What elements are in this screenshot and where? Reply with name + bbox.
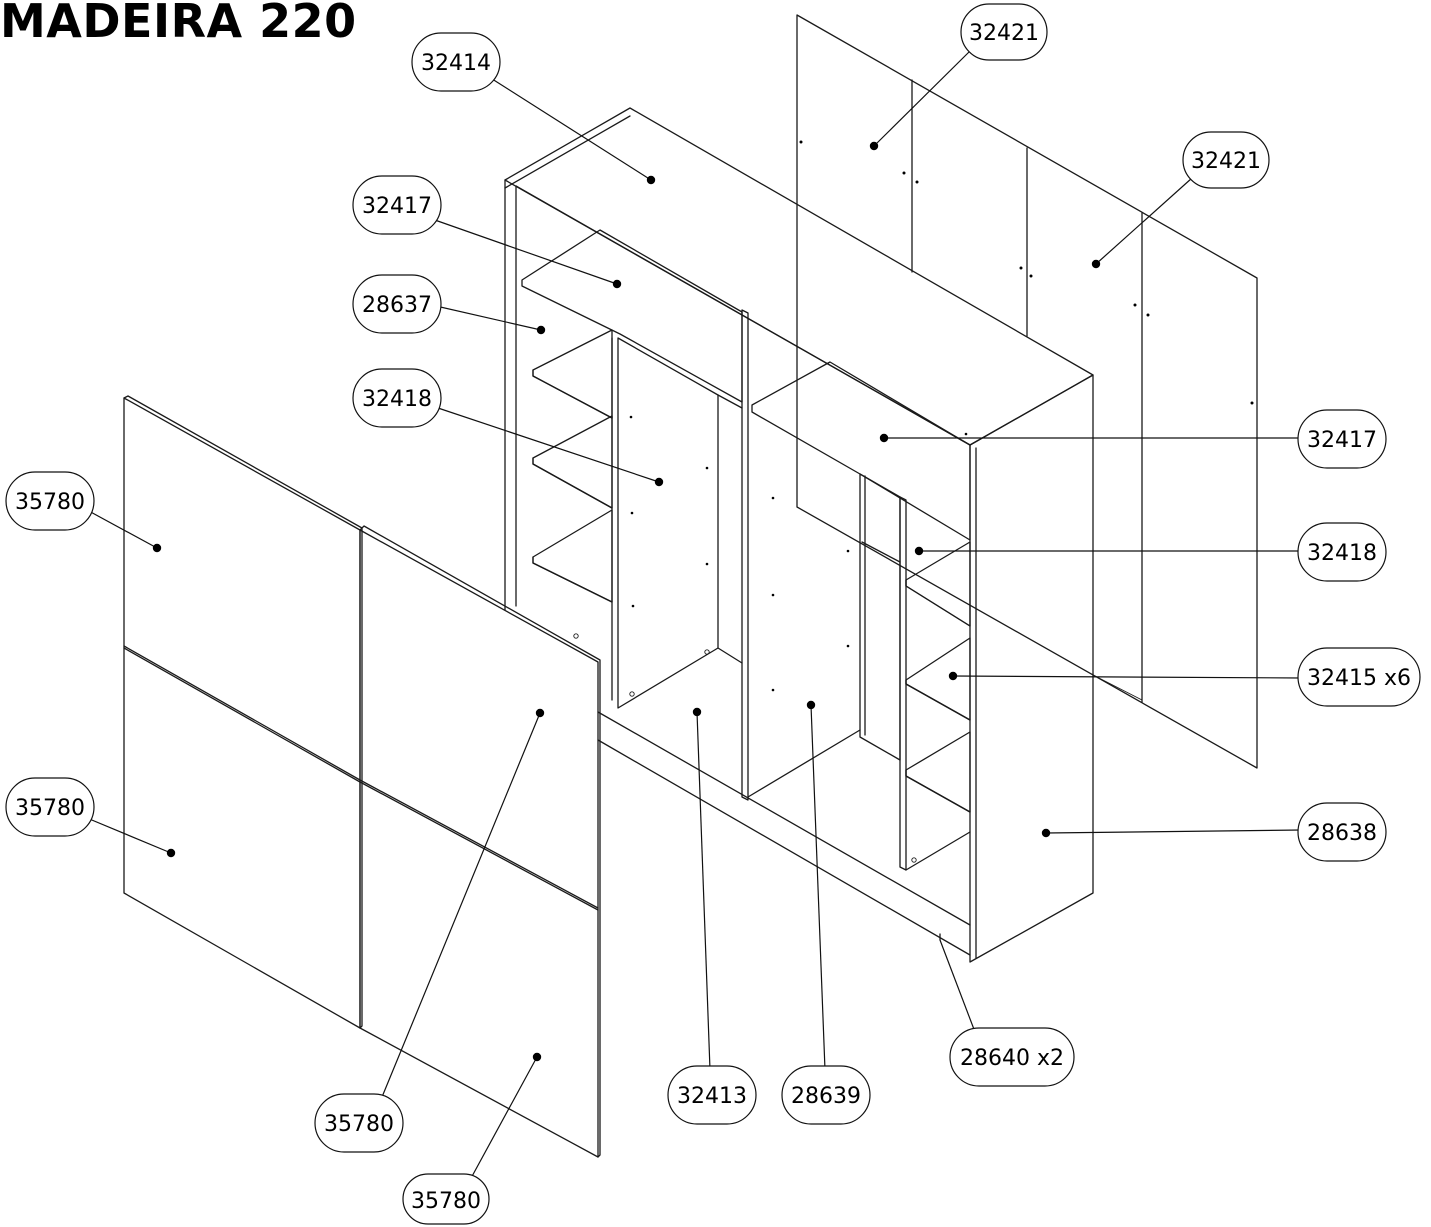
back-panels xyxy=(796,14,1258,769)
callout-28637: 28637 xyxy=(352,274,442,334)
callout-label: 32421 xyxy=(969,21,1039,46)
callout-label: 32418 xyxy=(362,387,432,412)
callout-label: 35780 xyxy=(411,1189,481,1214)
callout-32418-right: 32418 xyxy=(1297,522,1387,582)
callout-label: 32415 x6 xyxy=(1307,666,1411,691)
diagram-title: MADEIRA 220 xyxy=(0,0,357,48)
callout-28639: 28639 xyxy=(781,1065,871,1125)
callout-label: 35780 xyxy=(15,796,85,821)
callout-32413: 32413 xyxy=(667,1065,757,1125)
callout-32415-x6: 32415 x6 xyxy=(1297,647,1421,707)
callout-32414: 32414 xyxy=(411,32,501,92)
callout-label: 28639 xyxy=(791,1084,861,1109)
wardrobe-carcass xyxy=(504,107,1094,963)
callout-32417-right: 32417 xyxy=(1297,409,1387,469)
callout-label: 28638 xyxy=(1307,821,1377,846)
callout-label: 28637 xyxy=(362,293,432,318)
callout-35780-lower-left: 35780 xyxy=(5,777,95,837)
callout-32417-left: 32417 xyxy=(352,175,442,235)
callout-28640-x2: 28640 x2 xyxy=(949,1027,1075,1087)
callout-label: 32413 xyxy=(677,1084,747,1109)
callout-leaders xyxy=(86,51,1302,1181)
callout-label: 35780 xyxy=(324,1112,394,1137)
callout-label: 32421 xyxy=(1191,149,1261,174)
callout-35780-bottom: 35780 xyxy=(402,1173,490,1225)
callout-35780-upper-left: 35780 xyxy=(5,471,95,531)
callout-label: 32417 xyxy=(1307,428,1377,453)
callout-28638: 28638 xyxy=(1297,802,1387,862)
callout-32418-left: 32418 xyxy=(352,368,442,428)
callout-label: 28640 x2 xyxy=(960,1046,1064,1071)
callout-label: 32417 xyxy=(362,194,432,219)
callout-32421-top: 32421 xyxy=(960,3,1048,61)
callout-label: 32418 xyxy=(1307,541,1377,566)
callout-32421-right: 32421 xyxy=(1182,131,1270,189)
callout-35780-bottom-center: 35780 xyxy=(314,1093,404,1153)
callout-label: 35780 xyxy=(15,490,85,515)
sliding-doors xyxy=(123,395,601,1158)
callout-label: 32414 xyxy=(421,51,491,76)
